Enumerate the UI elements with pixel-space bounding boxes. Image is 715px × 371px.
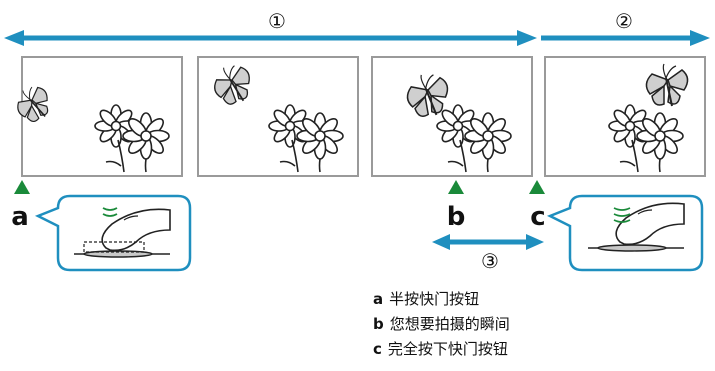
timeline-label-3: ③: [481, 249, 499, 273]
secondary-timeline-arrow: [541, 30, 710, 46]
marker-triangle-a: [14, 180, 30, 194]
timeline-label-1: ①: [268, 9, 286, 33]
legend-text-c: 完全按下快门按钮: [387, 340, 508, 358]
legend-key-b: b: [373, 315, 384, 333]
legend-item-a: a 半按快门按钮: [373, 287, 703, 312]
marker-triangle-b: [448, 180, 464, 194]
scene-frame-4: [544, 56, 706, 177]
marker-label-b: b: [447, 202, 466, 232]
scene-frame-2: [197, 56, 359, 177]
legend-text-b: 您想要拍摄的瞬间: [389, 315, 510, 333]
legend-key-a: a: [373, 290, 384, 308]
marker-label-c: c: [530, 202, 545, 232]
lag-double-arrow: [432, 234, 544, 250]
full-press-callout: [546, 194, 704, 272]
legend-item-b: b 您想要拍摄的瞬间: [373, 312, 703, 337]
main-timeline-arrow: [4, 30, 537, 46]
scene-frame-1: [9, 56, 183, 177]
scene-frame-3: [371, 56, 533, 177]
half-press-indicator-icon: [102, 207, 118, 217]
legend: a 半按快门按钮 b 您想要拍摄的瞬间 c 完全按下快门按钮: [373, 287, 703, 362]
legend-key-c: c: [373, 340, 382, 358]
full-press-indicator-icon: [613, 207, 631, 223]
marker-label-a: a: [11, 202, 29, 232]
legend-item-c: c 完全按下快门按钮: [373, 337, 703, 362]
timeline-label-2: ②: [615, 9, 633, 33]
half-press-callout: [34, 194, 192, 272]
legend-text-a: 半按快门按钮: [389, 290, 480, 308]
marker-triangle-c: [529, 180, 545, 194]
